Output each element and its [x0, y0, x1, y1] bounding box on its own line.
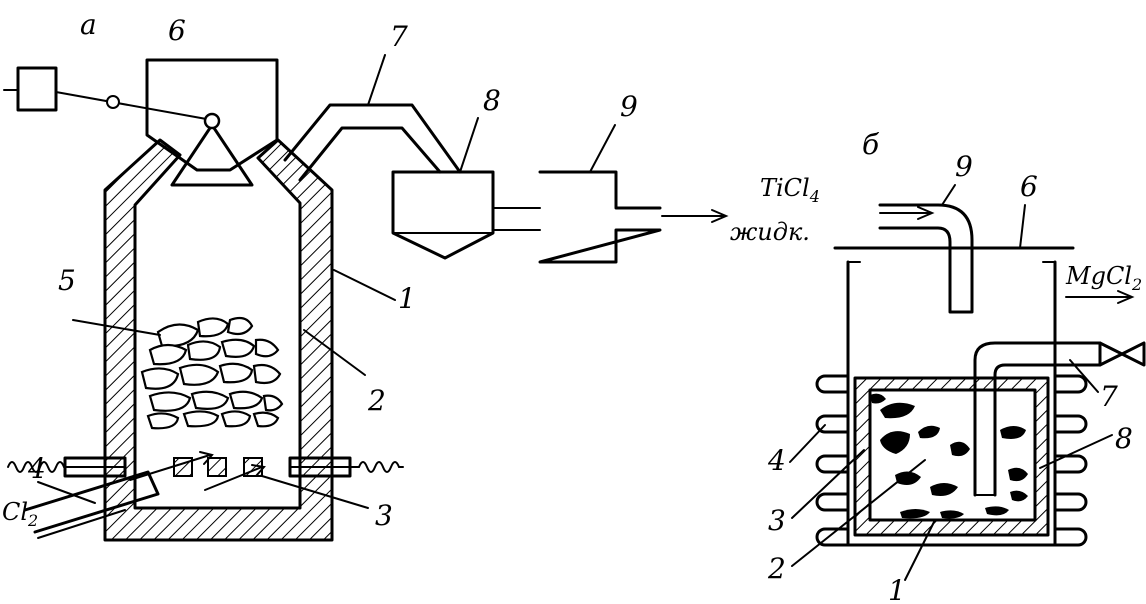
- label-3: 3: [375, 499, 393, 532]
- leader-b-8: [1039, 434, 1113, 469]
- label-b-7: 7: [1100, 380, 1118, 413]
- leader-8: [459, 117, 479, 173]
- leader-7: [367, 54, 386, 106]
- label-6: 6: [168, 14, 186, 47]
- label-8: 8: [483, 84, 501, 117]
- label-b-1: 1: [888, 574, 906, 604]
- leader-b-2: [791, 459, 926, 567]
- diagram-b: б TiCl4 жидк. MgCl2: [730, 128, 1146, 604]
- furnace-chamber: [134, 202, 301, 509]
- titanium-sponge: [870, 393, 1028, 519]
- retort-shell: [846, 260, 1057, 547]
- bell-valve: [170, 123, 254, 187]
- label-b-2: 2: [767, 552, 786, 585]
- condenser: [391, 170, 495, 260]
- label-b-8: 8: [1115, 422, 1133, 455]
- crucible-wall: [853, 376, 1050, 537]
- charge-hopper: [145, 58, 279, 172]
- scrubber-unit: [538, 170, 662, 264]
- ore-charge: [140, 316, 284, 430]
- drain-pipe: [973, 341, 1102, 497]
- feed-pipe: [878, 203, 974, 314]
- leader-5: [72, 319, 161, 336]
- leader-2: [303, 329, 366, 376]
- chlorine-label: Cl2: [2, 498, 38, 530]
- heating-elements: [173, 457, 263, 477]
- ticl4-input-arrow: [879, 206, 935, 220]
- lever-arm: [55, 91, 213, 121]
- flow-arrow-2: [204, 464, 266, 491]
- label-b-3: 3: [768, 504, 786, 537]
- gas-duct: [283, 103, 462, 174]
- label-1: 1: [398, 282, 416, 315]
- label-b-4: 4: [767, 444, 786, 477]
- electrode-right-wire: [349, 461, 404, 473]
- gas-duct-inner: [298, 126, 442, 182]
- leader-9: [589, 124, 616, 173]
- ticl4-label: TiCl4: [760, 174, 820, 206]
- valve-hinge: [203, 112, 221, 130]
- output-arrow: [661, 209, 729, 223]
- leader-b-6: [1019, 204, 1026, 249]
- label-2: 2: [367, 384, 386, 417]
- diagram-a: a: [2, 8, 729, 542]
- leader-b-9: [941, 184, 956, 206]
- label-b-9: 9: [955, 150, 973, 183]
- chlorine-inlet-tube: [23, 470, 160, 534]
- leader-4: [37, 481, 96, 504]
- leader-b-3: [791, 449, 865, 519]
- label-7: 7: [390, 20, 408, 53]
- electrode-left-wire: [7, 461, 74, 473]
- heating-coils: [815, 374, 1088, 547]
- lever-pivot: [106, 95, 120, 109]
- mgcl2-label: MgCl2: [1065, 262, 1142, 294]
- drain-pipe-inner: [993, 363, 1102, 497]
- mgcl2-output-arrow: [1065, 290, 1135, 304]
- label-4: 4: [27, 452, 46, 485]
- leader-b-7: [1069, 359, 1099, 393]
- leader-b-1: [904, 519, 936, 581]
- counterweight: [16, 66, 58, 112]
- chlorine-flow-line: [37, 509, 126, 539]
- label-9: 9: [620, 90, 638, 123]
- leader-3: [261, 475, 369, 509]
- liquid-state-label: жидк.: [730, 218, 810, 246]
- drain-valve: [1098, 341, 1146, 367]
- panel-label-a: a: [80, 8, 97, 41]
- panel-label-b: б: [862, 128, 880, 161]
- leader-1: [333, 269, 396, 301]
- label-b-6: 6: [1020, 170, 1038, 203]
- leader-b-4: [789, 424, 826, 463]
- flow-arrow-1: [129, 451, 214, 481]
- furnace-wall-left: [103, 138, 334, 542]
- label-5: 5: [58, 264, 76, 297]
